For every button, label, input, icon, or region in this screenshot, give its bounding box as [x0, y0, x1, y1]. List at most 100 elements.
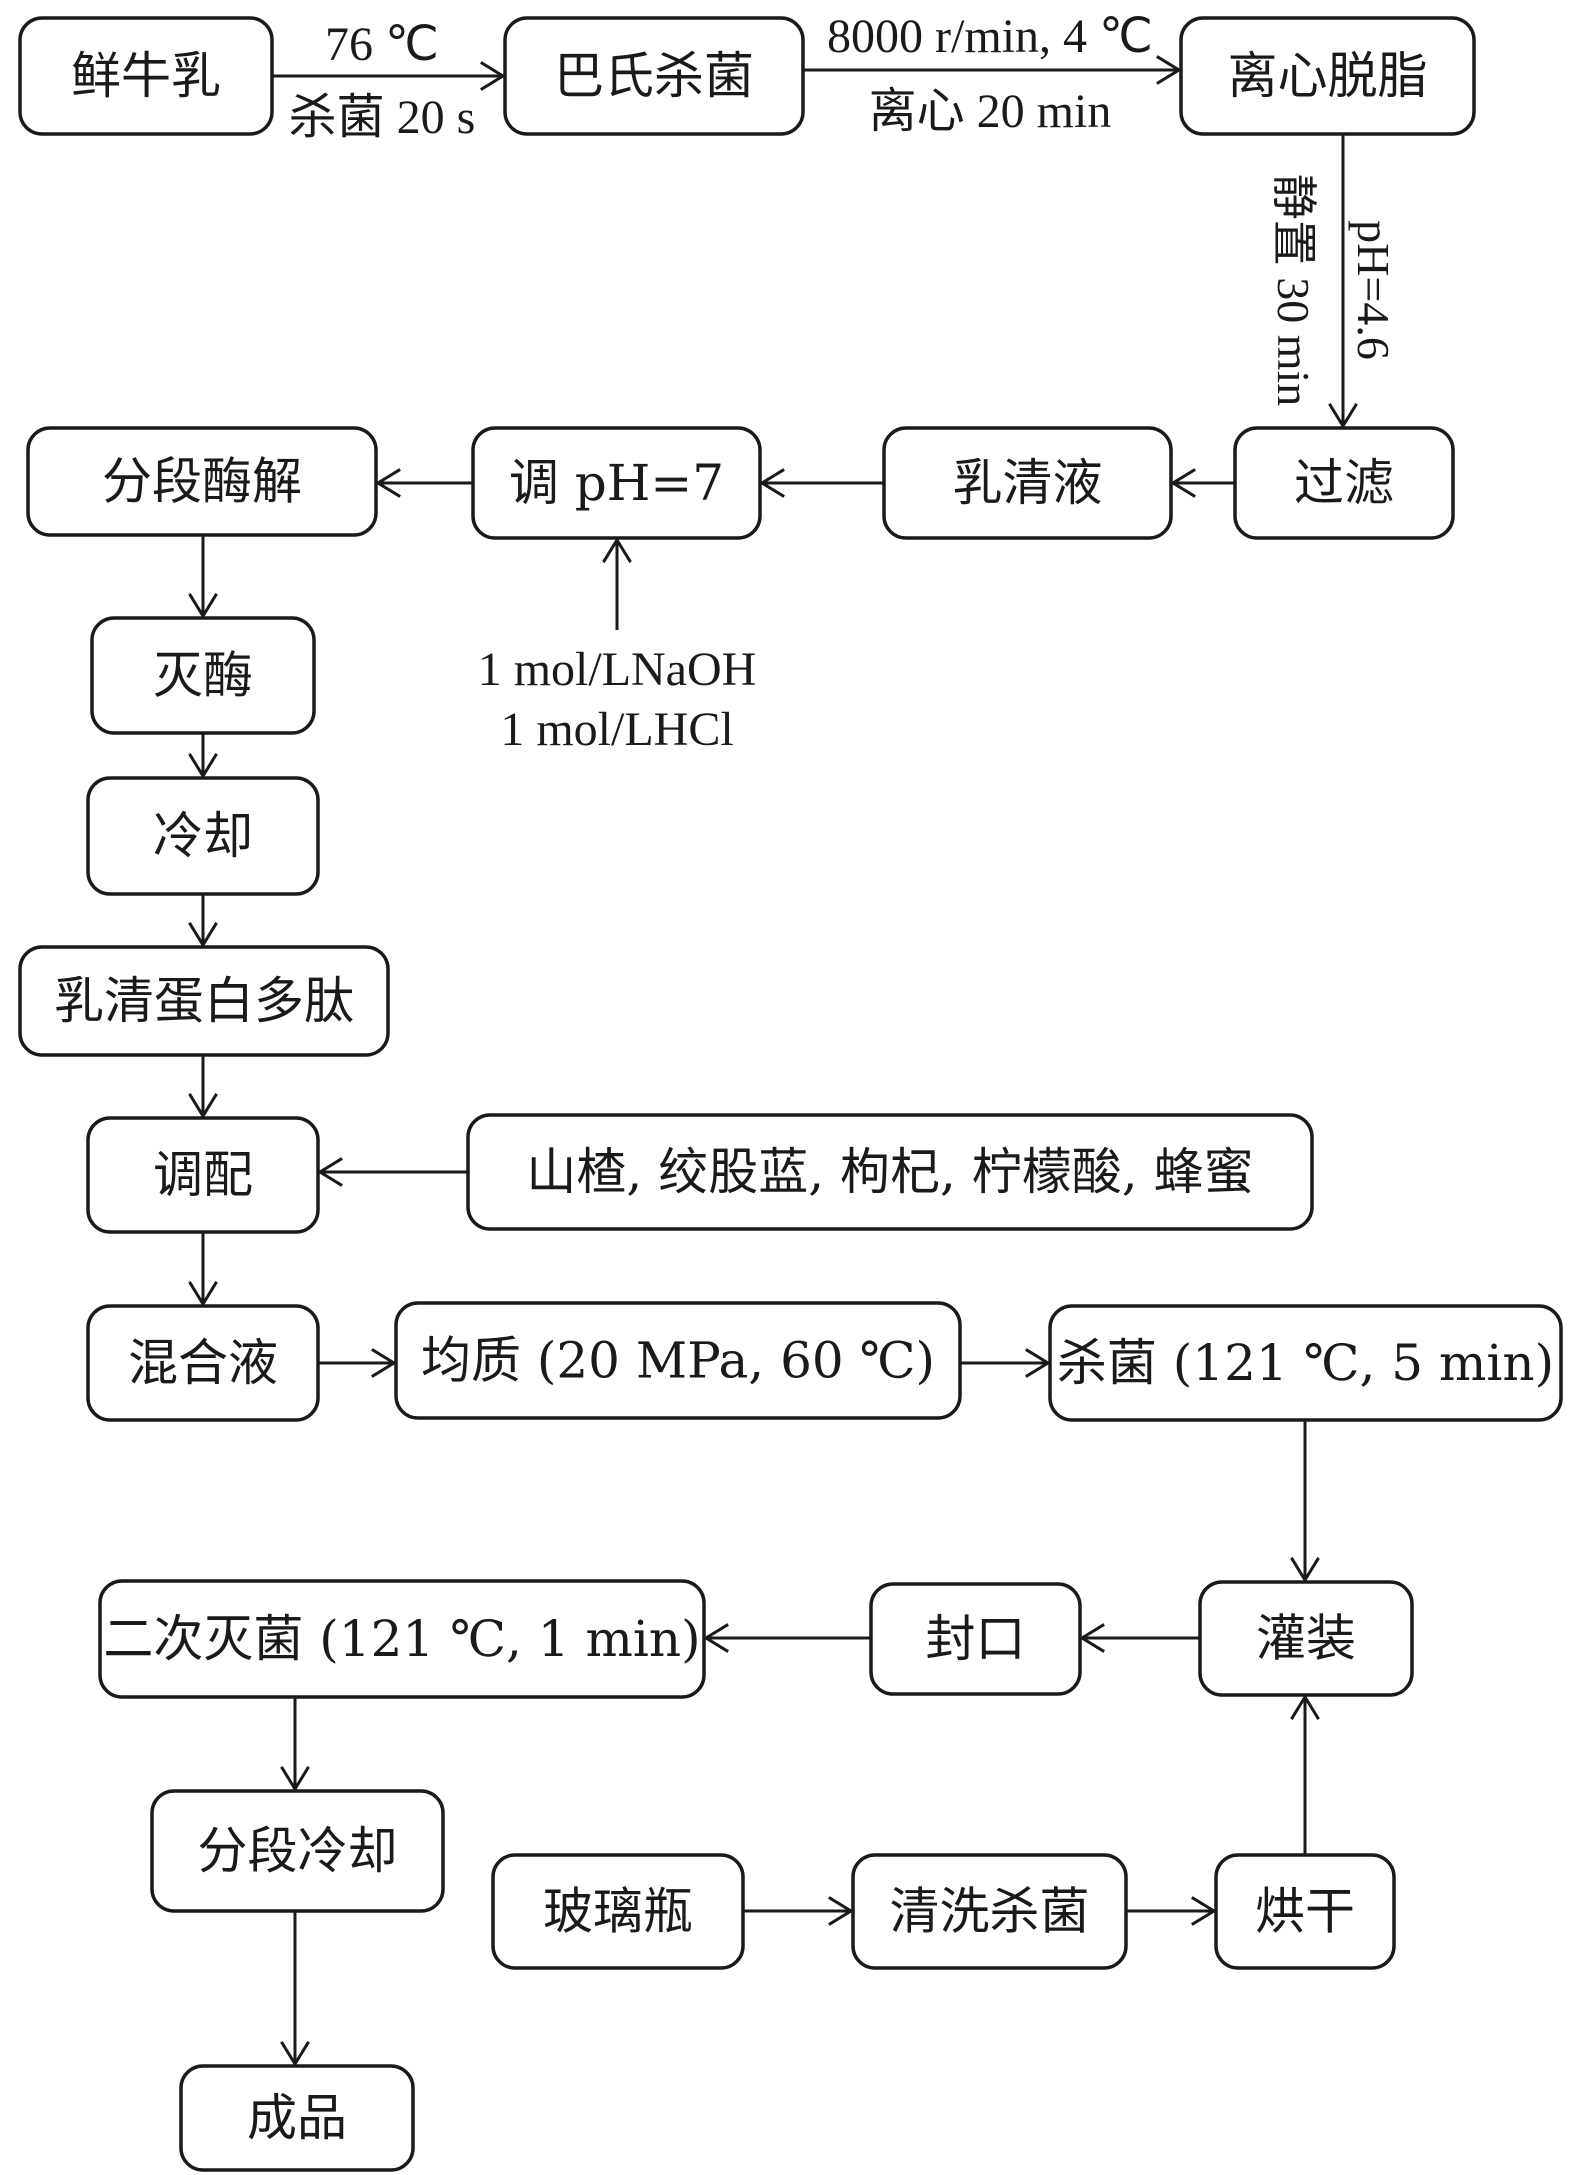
arrowhead-icon — [703, 1623, 729, 1653]
node-label: 乳清液 — [953, 454, 1103, 512]
edge-fresh-milk-to-pasteurize — [272, 61, 506, 91]
edge-whey-to-adjust-ph — [759, 468, 884, 498]
edge-skim-to-filter — [1328, 134, 1358, 429]
edge-label-sterilize-20s: 杀菌 20 s — [289, 91, 476, 144]
edge-hydrolysis-to-inactivate — [188, 535, 218, 619]
node-label: 玻璃瓶 — [543, 1883, 693, 1941]
node-adjust-ph: 调 pH=7 — [471, 426, 762, 540]
arrowhead-icon — [1191, 1896, 1217, 1926]
arrowhead-icon — [480, 61, 506, 91]
node-resterilize: 二次灭菌 (121 ℃, 1 min) — [98, 1579, 706, 1699]
node-box — [90, 616, 316, 735]
edge-label-stand-30min: 静置 30 min — [1268, 174, 1319, 407]
nodes-layer: 鲜牛乳巴氏杀菌离心脱脂过滤乳清液调 pH=7分段酶解灭酶冷却乳清蛋白多肽调配山楂… — [18, 16, 1563, 2172]
node-label: 乳清蛋白多肽 — [54, 972, 354, 1030]
edge-dry-to-fill — [1290, 1694, 1320, 1855]
edge-blend-to-mixture — [188, 1232, 218, 1307]
node-box — [471, 426, 762, 540]
node-label: 封口 — [926, 1610, 1026, 1668]
edge-filter-to-whey — [1170, 468, 1235, 498]
node-box — [179, 2064, 415, 2172]
arrowhead-icon — [759, 468, 785, 498]
node-peptide: 乳清蛋白多肽 — [18, 945, 390, 1057]
edge-label-centrifuge-20min: 离心 20 min — [869, 85, 1112, 138]
node-box — [882, 426, 1173, 540]
node-label: 成品 — [247, 2089, 347, 2147]
node-stage-cool: 分段冷却 — [150, 1789, 445, 1913]
arrowhead-icon — [1290, 1694, 1320, 1720]
node-label: 调 pH=7 — [509, 454, 724, 512]
arrowhead-icon — [1025, 1348, 1051, 1378]
node-seal: 封口 — [869, 1582, 1082, 1696]
node-box — [851, 1853, 1128, 1970]
edge-inactivate-to-cool — [188, 733, 218, 779]
arrowhead-icon — [280, 2041, 310, 2067]
node-label: 鲜牛乳 — [71, 47, 221, 105]
edge-mixture-to-homogenize — [318, 1348, 397, 1378]
node-box — [98, 1579, 706, 1699]
arrowhead-icon — [188, 922, 218, 948]
node-label: 分段酶解 — [102, 453, 302, 511]
node-label: 杀菌 (121 ℃, 5 min) — [1057, 1334, 1554, 1392]
node-label: 二次灭菌 (121 ℃, 1 min) — [103, 1610, 700, 1668]
edge-ingredients-to-blend — [317, 1157, 468, 1187]
node-cool: 冷却 — [86, 776, 320, 896]
node-label: 山楂, 绞股蓝, 枸杞, 柠檬酸, 蜂蜜 — [526, 1143, 1253, 1201]
node-bottle: 玻璃瓶 — [491, 1853, 745, 1970]
edge-peptide-to-blend — [188, 1055, 218, 1119]
node-box — [466, 1113, 1314, 1231]
node-label: 巴氏杀菌 — [554, 47, 754, 105]
edge-sterilize-to-fill — [1290, 1420, 1320, 1583]
node-label: 烘干 — [1255, 1883, 1355, 1941]
node-ingredients: 山楂, 绞股蓝, 枸杞, 柠檬酸, 蜂蜜 — [466, 1113, 1314, 1231]
node-label: 过滤 — [1294, 454, 1394, 512]
node-label: 灌装 — [1256, 1610, 1356, 1668]
node-box — [18, 945, 390, 1057]
edge-label-8000rpm-4c: 8000 r/min, 4 ℃ — [827, 10, 1153, 63]
node-product: 成品 — [179, 2064, 415, 2172]
node-label: 分段冷却 — [198, 1822, 398, 1880]
arrowhead-icon — [280, 1766, 310, 1792]
edge-labels-layer: 76 ℃ 杀菌 20 s 8000 r/min, 4 ℃ 离心 20 min 静… — [289, 10, 1399, 756]
node-box — [1214, 1853, 1396, 1970]
arrowhead-icon — [188, 1093, 218, 1119]
node-box — [1048, 1304, 1563, 1422]
node-dry: 烘干 — [1214, 1853, 1396, 1970]
node-homogenize: 均质 (20 MPa, 60 ℃) — [394, 1301, 962, 1420]
node-box — [18, 16, 274, 136]
arrowhead-icon — [1156, 55, 1182, 85]
arrowhead-icon — [828, 1896, 854, 1926]
edge-wash-to-dry — [1126, 1896, 1217, 1926]
arrowhead-icon — [188, 753, 218, 779]
node-box — [86, 776, 320, 896]
edge-homogenize-to-sterilize — [960, 1348, 1051, 1378]
edge-fill-to-seal — [1079, 1623, 1200, 1653]
node-mixture: 混合液 — [86, 1304, 320, 1422]
arrowhead-icon — [602, 537, 632, 563]
edges-layer — [188, 55, 1358, 2067]
edge-adjust-ph-to-hydrolysis — [375, 468, 473, 498]
arrowhead-icon — [188, 593, 218, 619]
node-label: 均质 (20 MPa, 60 ℃) — [421, 1332, 935, 1390]
node-label: 混合液 — [128, 1334, 278, 1392]
arrowhead-icon — [1170, 468, 1196, 498]
arrowhead-icon — [1290, 1557, 1320, 1583]
node-box — [869, 1582, 1082, 1696]
node-box — [1233, 426, 1455, 540]
node-label: 离心脱脂 — [1228, 47, 1428, 105]
node-hydrolysis: 分段酶解 — [26, 426, 378, 537]
node-box — [1198, 1580, 1414, 1697]
node-box — [150, 1789, 445, 1913]
node-sterilize: 杀菌 (121 ℃, 5 min) — [1048, 1304, 1563, 1422]
node-box — [1179, 16, 1476, 136]
node-box — [26, 426, 378, 537]
arrowhead-icon — [371, 1348, 397, 1378]
reagent-naoh-label: 1 mol/LNaOH — [478, 643, 757, 696]
node-skim: 离心脱脂 — [1179, 16, 1476, 136]
node-label: 调配 — [153, 1146, 253, 1204]
node-box — [86, 1304, 320, 1422]
node-blend: 调配 — [86, 1116, 320, 1234]
edge-stage-cool-to-product — [280, 1911, 310, 2067]
node-box — [86, 1116, 320, 1234]
